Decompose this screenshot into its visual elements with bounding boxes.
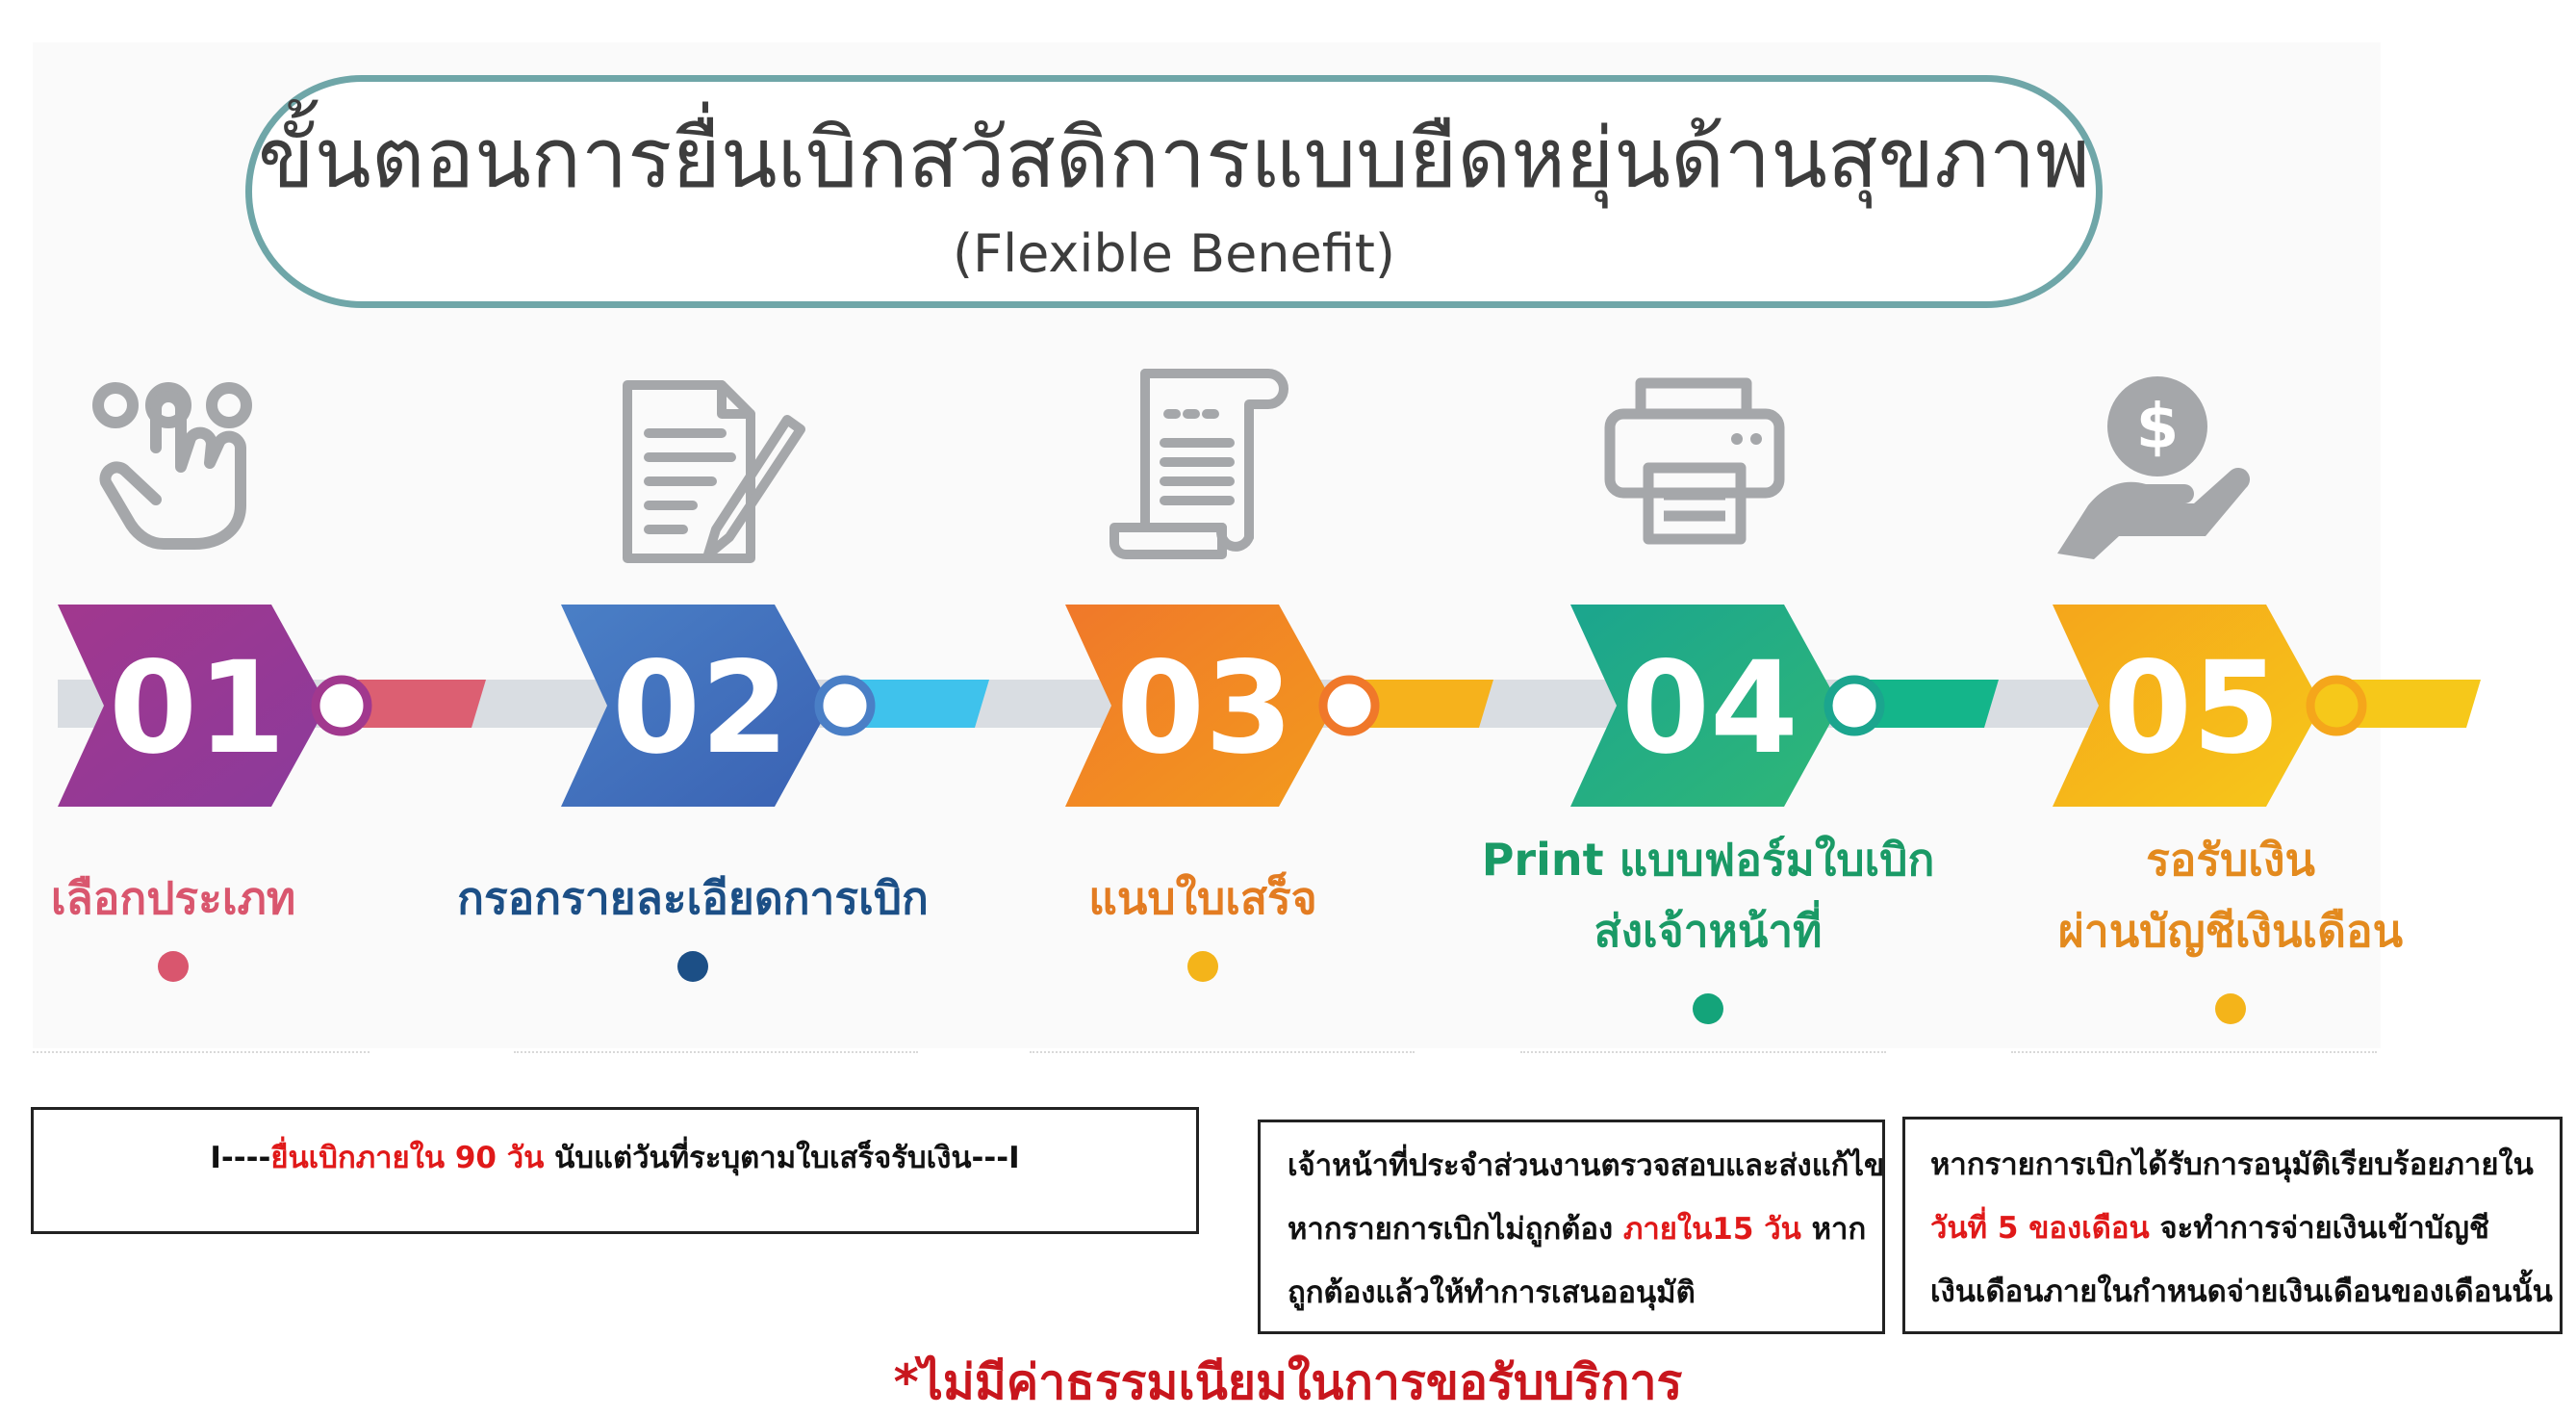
step-number-03: 03 (1116, 634, 1293, 783)
step-chevron-04 (1570, 605, 1840, 807)
step-label-line: กรอกรายละเอียดการเบิก (457, 872, 929, 924)
connector-02 (835, 680, 989, 728)
review-line-2: หากรายการเบิกไม่ถูกต้อง ภายใน15 วัน หาก (1288, 1212, 1867, 1247)
step-ring-03 (1318, 675, 1380, 736)
review-line-1: เจ้าหน้าที่ประจำส่วนงานตรวจสอบและส่งแก้ไ… (1288, 1148, 1885, 1183)
step-chevron-03 (1065, 605, 1335, 807)
touch-hand-icon (92, 382, 252, 550)
step-dot-02 (677, 951, 708, 982)
page-subtitle: (Flexible Benefit) (952, 223, 1395, 284)
step-chevron-01 (58, 605, 327, 807)
step-dot-05 (2215, 993, 2246, 1024)
step-label-line: ส่งเจ้าหน้าที่ (1594, 905, 1823, 957)
step-dot-03 (1187, 951, 1218, 982)
step-dot-01 (158, 951, 189, 982)
step-ring-04 (1824, 675, 1885, 736)
footer-note: *ไม่มีค่าธรรมเนียมในการขอรับบริการ (893, 1354, 1683, 1410)
step-ring-01 (311, 675, 372, 736)
step-number-01: 01 (109, 634, 286, 783)
step-label-03: แนบใบเสร็จ (914, 862, 1492, 934)
separator-line (1520, 1051, 1886, 1053)
page-title: ขั้นตอนการยื่นเบิกสวัสดิการแบบยืดหยุ่นด้… (258, 111, 2090, 207)
step-label-line: เลือกประเภท (50, 872, 296, 924)
review-line-3: ถูกต้องแล้วให้ทำการเสนออนุมัติ (1288, 1275, 1696, 1310)
connector-03 (1339, 680, 1493, 728)
separator-line (1030, 1051, 1415, 1053)
connector-04 (1845, 680, 1999, 728)
connector-05 (2327, 680, 2481, 728)
payment-line-1: หากรายการเบิกได้รับการอนุมัติเรียบร้อยภา… (1930, 1147, 2534, 1182)
connector-01 (332, 680, 486, 728)
step-label-02: กรอกรายละเอียดการเบิก (404, 862, 982, 934)
svg-text:$: $ (2136, 392, 2180, 463)
step-label-01: เลือกประเภท (0, 862, 462, 934)
receipt-scroll-icon (1109, 369, 1288, 559)
step-label-line: แนบใบเสร็จ (1088, 872, 1317, 924)
step-label-04: Print แบบฟอร์มใบเบิกส่งเจ้าหน้าที่ (1419, 824, 1997, 966)
step-label-line: ผ่านบัญชีเงินเดือน (2057, 905, 2404, 957)
review-note: เจ้าหน้าที่ประจำส่วนงานตรวจสอบและส่งแก้ไ… (1258, 1120, 1885, 1334)
step-chevron-05 (2053, 605, 2322, 807)
step-ring-05 (2306, 675, 2367, 736)
step-ring-02 (814, 675, 876, 736)
printer-icon (1604, 377, 1785, 545)
deadline-note: I----ยื่นเบิกภายใน 90 วัน นับแต่วันที่ระ… (31, 1107, 1199, 1234)
deadline-suffix: นับแต่วันที่ระบุตามใบเสร็จรับเงิน---I (544, 1141, 1020, 1175)
payment-line-2: วันที่ 5 ของเดือน จะทำการจ่ายเงินเข้าบัญ… (1930, 1211, 2489, 1246)
payment-note: หากรายการเบิกได้รับการอนุมัติเรียบร้อยภา… (1902, 1117, 2563, 1334)
separator-line (514, 1051, 918, 1053)
step-dot-04 (1693, 993, 1723, 1024)
title-box: ขั้นตอนการยื่นเบิกสวัสดิการแบบยืดหยุ่นด้… (245, 75, 2103, 308)
deadline-prefix: I---- (210, 1141, 271, 1175)
step-label-line: รอรับเงิน (2146, 834, 2315, 886)
separator-line (2011, 1051, 2377, 1053)
step-label-line: Print แบบฟอร์มใบเบิก (1481, 834, 1935, 886)
step-chevron-02 (561, 605, 830, 807)
separator-line (33, 1051, 370, 1053)
money-hand-icon: $ (2057, 376, 2251, 559)
deadline-highlight: ยื่นเบิกภายใน 90 วัน (270, 1141, 545, 1175)
step-number-02: 02 (612, 634, 789, 783)
document-pen-icon (623, 380, 805, 563)
step-label-05: รอรับเงินผ่านบัญชีเงินเดือน (1942, 824, 2519, 966)
payment-line-3: เงินเดือนภายในกำหนดจ่ายเงินเดือนของเดือน… (1930, 1274, 2553, 1309)
step-number-04: 04 (1621, 634, 1798, 783)
step-number-05: 05 (2104, 634, 2281, 783)
